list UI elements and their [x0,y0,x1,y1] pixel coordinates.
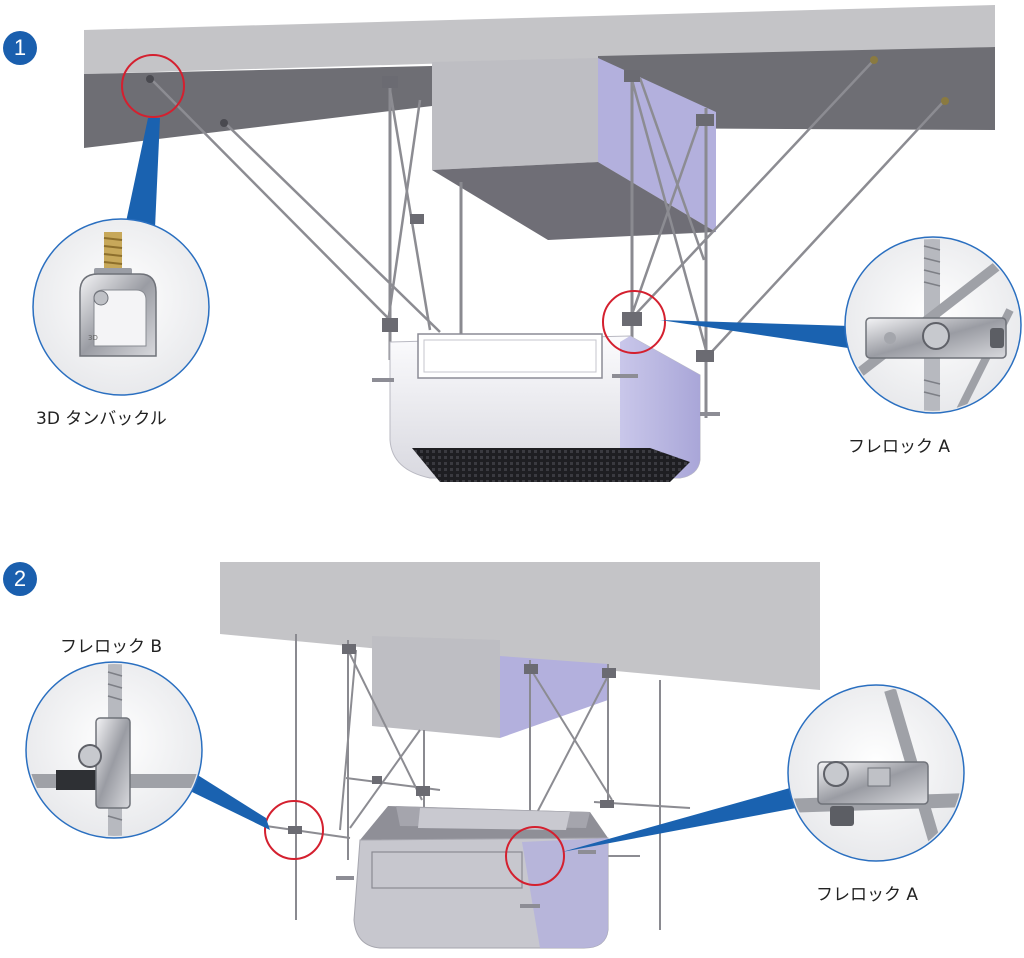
callout-pointer-2 [660,320,850,348]
ac-unit-1 [372,333,720,482]
highlight-lock-b [264,800,324,860]
ceiling-top-face-2 [220,562,820,690]
ceiling-top-face [84,5,995,74]
duct-side-2 [500,656,608,738]
label-3d-turnbuckle: 3D タンバックル [36,409,167,429]
highlight-lock-a-2 [505,826,565,886]
lock-b-photo [25,661,203,839]
callout-pointer-3 [188,774,270,830]
svg-text:3D: 3D [88,334,98,342]
label-lock-a-1: フレロック A [848,437,951,457]
brackets [146,56,949,362]
brace-wires [149,59,946,359]
step-marker-2 [3,562,37,596]
ac-unit-2 [336,806,609,949]
lock-a-photo [844,236,1022,414]
step-number-1: 1 [13,35,27,60]
turnbuckle-photo: 3D [32,218,210,396]
ceiling-front-face [84,66,432,148]
duct-bottom [432,162,716,240]
callout-pointer-1 [126,118,160,228]
lock-a-photo-2 [787,684,965,862]
highlight-lock-a-1 [602,290,666,354]
duct-side [598,58,716,232]
highlight-turnbuckle [121,54,185,118]
label-lock-a-2: フレロック A [816,885,919,905]
step-number-2: 2 [13,566,27,591]
duct-front [432,58,598,170]
callout-pointer-4 [562,788,796,852]
panel-1-illustration: 3D [3,5,1022,482]
panel-2-illustration [3,562,965,949]
label-lock-b: フレロック B [60,637,163,657]
duct-front-2 [372,636,500,738]
step-marker-1 [3,31,37,65]
